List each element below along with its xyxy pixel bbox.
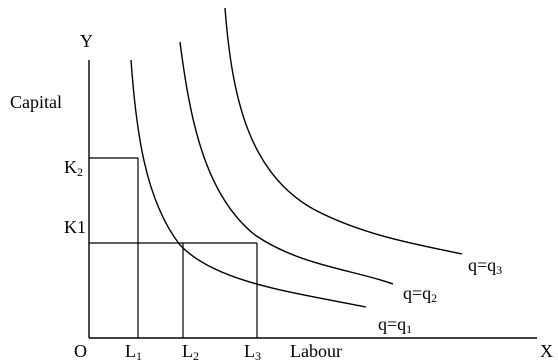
isoquant-label-q3: q=q3: [468, 255, 502, 277]
x-axis-label: X: [540, 341, 553, 361]
k2-label: K2: [64, 157, 83, 179]
l2-label: L2: [182, 341, 199, 363]
isoquant-curve-q3: [224, 7, 463, 255]
origin-label: O: [74, 341, 87, 361]
isoquant-curve-q1: [130, 59, 367, 308]
isoquant-curve-q2: [179, 41, 394, 285]
k1-label: K1: [64, 217, 86, 237]
l1-label: L1: [125, 341, 142, 363]
isoquant-label-q2: q=q2: [403, 283, 437, 305]
isoquant-label-q1: q=q1: [378, 314, 412, 336]
l3-label: L3: [244, 341, 261, 363]
capital-axis-title: Capital: [10, 92, 62, 112]
y-axis-label: Y: [80, 31, 93, 51]
labour-axis-title: Labour: [290, 341, 342, 361]
